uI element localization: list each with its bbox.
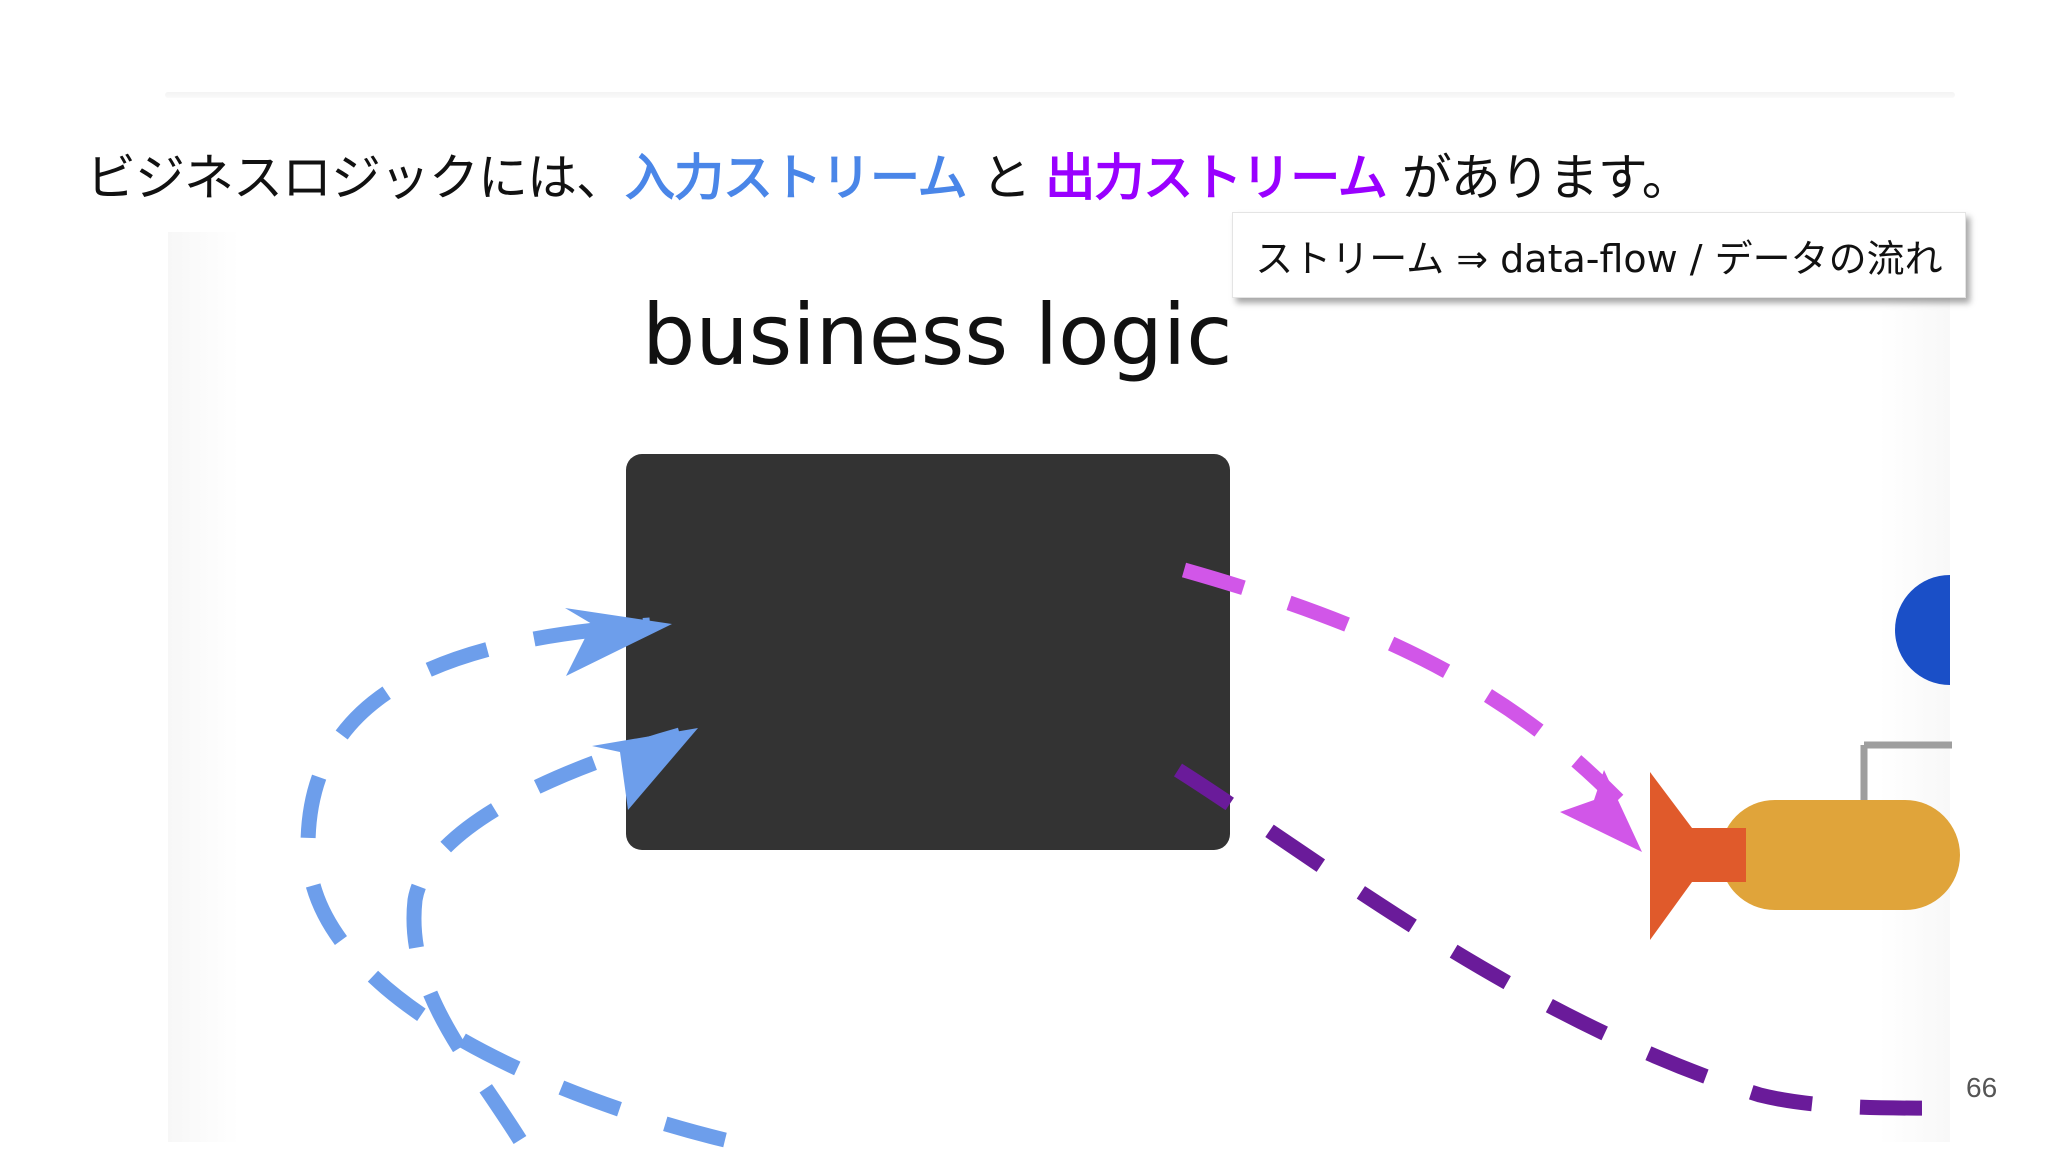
headline-joiner: と [966, 149, 1046, 207]
business-logic-box [626, 454, 1230, 850]
output-stream-arrow-light [1181, 562, 1624, 806]
page-number: 66 [1966, 1072, 1998, 1103]
headline-prefix: ビジネスロジックには、 [86, 149, 626, 207]
input-arrowhead-outer [565, 608, 672, 676]
output-component-dot [1895, 575, 1950, 685]
headline-suffix: があります。 [1386, 149, 1692, 207]
output-arrowhead-light [1560, 770, 1642, 852]
input-arrowhead-inner [592, 728, 698, 810]
stream-definition-note: ストリーム ⇒ data-flow / データの流れ [1232, 212, 1966, 298]
header-divider [165, 92, 1955, 98]
stream-definition-text: ストリーム ⇒ data-flow / データの流れ [1255, 236, 1943, 281]
output-component-cone [1650, 772, 1746, 940]
diagram-title: business logic [642, 286, 1232, 384]
output-stream-keyword: 出力ストリーム [1045, 149, 1387, 207]
input-stream-arrow-outer [300, 617, 727, 1148]
slide-headline: ビジネスロジックには、入力ストリーム と 出力ストリーム があります。 [86, 144, 1692, 212]
output-component-body [1720, 800, 1960, 910]
input-stream-arrow-inner [406, 727, 683, 1144]
output-stream-arrow-dark [1173, 763, 1951, 1116]
output-component-bracket [1860, 741, 1952, 800]
input-stream-keyword: 入力ストリーム [625, 149, 967, 207]
